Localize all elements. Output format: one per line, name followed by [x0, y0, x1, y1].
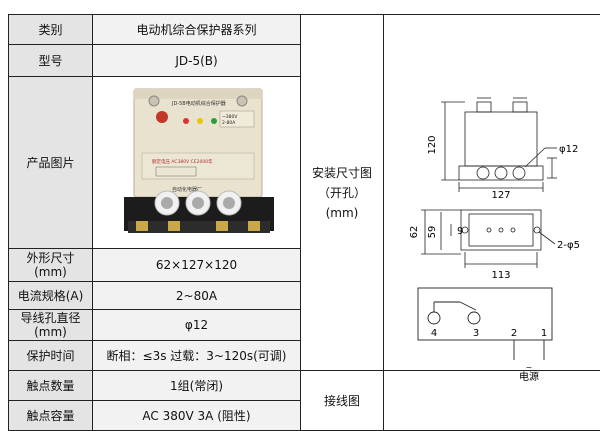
- category-label: 类别: [9, 15, 93, 45]
- photo-spec2-text: 2-80A: [222, 120, 236, 126]
- terminal-1: 1: [541, 328, 547, 339]
- dim-62: 62: [409, 226, 420, 239]
- wiring-diagram-svg: 4 3 2 1 ~ 电源: [384, 268, 598, 388]
- dim-2-phi5: 2-φ5: [557, 240, 580, 251]
- terminal-2: 2: [511, 328, 517, 339]
- photo-brand-text: JD-5B电动机综合保护器: [171, 100, 226, 107]
- install-label-line2: （开孔）: [301, 186, 383, 200]
- contact-count-label: 触点数量: [9, 371, 93, 401]
- current-spec-value: 2~80A: [93, 282, 301, 310]
- dim-9: 9: [457, 226, 463, 237]
- model-label: 型号: [9, 45, 93, 77]
- dim-127: 127: [491, 190, 510, 201]
- knob-right: [513, 102, 527, 112]
- wire-hole-label: 导线孔直径 (mm): [9, 310, 93, 341]
- product-photo: JD-5B电动机综合保护器 ~380V 2-80A 额定电压 AC380V CE…: [112, 81, 282, 241]
- wire-hole-3: [513, 167, 525, 179]
- device-base: [459, 166, 543, 180]
- dimensions-label: 外形尺寸 (mm): [9, 249, 93, 282]
- dim-59: 59: [427, 226, 438, 239]
- dimensions-label-line1: 外形尺寸: [9, 251, 92, 265]
- category-value: 电动机综合保护器系列: [93, 15, 301, 45]
- model-value: JD-5(B): [93, 45, 301, 77]
- install-diagram-label: 安装尺寸图 （开孔） (mm): [301, 15, 384, 371]
- current-spec-label: 电流规格(A): [9, 282, 93, 310]
- dimensions-value: 62×127×120: [93, 249, 301, 282]
- product-image-cell: JD-5B电动机综合保护器 ~380V 2-80A 额定电压 AC380V CE…: [93, 77, 301, 249]
- contact-right-circle: [468, 312, 480, 324]
- install-label-line1: 安装尺寸图: [301, 166, 383, 180]
- svg-text:~: ~: [526, 363, 533, 372]
- contact-left-circle: [428, 312, 440, 324]
- terminal-4: 4: [431, 328, 437, 339]
- contact-capacity-label: 触点容量: [9, 401, 93, 431]
- terminal-3: 3: [473, 328, 479, 339]
- wire-hole-2: [495, 167, 507, 179]
- protection-time-value: 断相：≤3s 过载：3~120s(可调): [93, 341, 301, 371]
- photo-rating-text: 额定电压 AC380V CE2000年: [152, 158, 213, 165]
- mount-inner: [469, 214, 533, 246]
- dim-120: 120: [427, 135, 438, 154]
- wire-hole-label-line1: 导线孔直径: [9, 311, 92, 325]
- device-side-body: [465, 112, 537, 166]
- wire-hole-1: [477, 167, 489, 179]
- contact-capacity-value: AC 380V 3A (阻性): [93, 401, 301, 431]
- photo-spec1-text: ~380V: [222, 114, 238, 120]
- dim-12: φ12: [559, 144, 578, 155]
- contact-count-value: 1组(常闭): [93, 371, 301, 401]
- wiring-diagram-label: 接线图: [301, 371, 384, 431]
- install-label-line3: (mm): [301, 206, 383, 220]
- dimensions-label-line2: (mm): [9, 265, 92, 279]
- product-image-label: 产品图片: [9, 77, 93, 249]
- power-source-label: 电源: [519, 370, 539, 383]
- wire-hole-label-line2: (mm): [9, 325, 92, 339]
- knob-left: [477, 102, 491, 112]
- wire-hole-value: φ12: [93, 310, 301, 341]
- protection-time-label: 保护时间: [9, 341, 93, 371]
- mount-plate: [461, 210, 541, 250]
